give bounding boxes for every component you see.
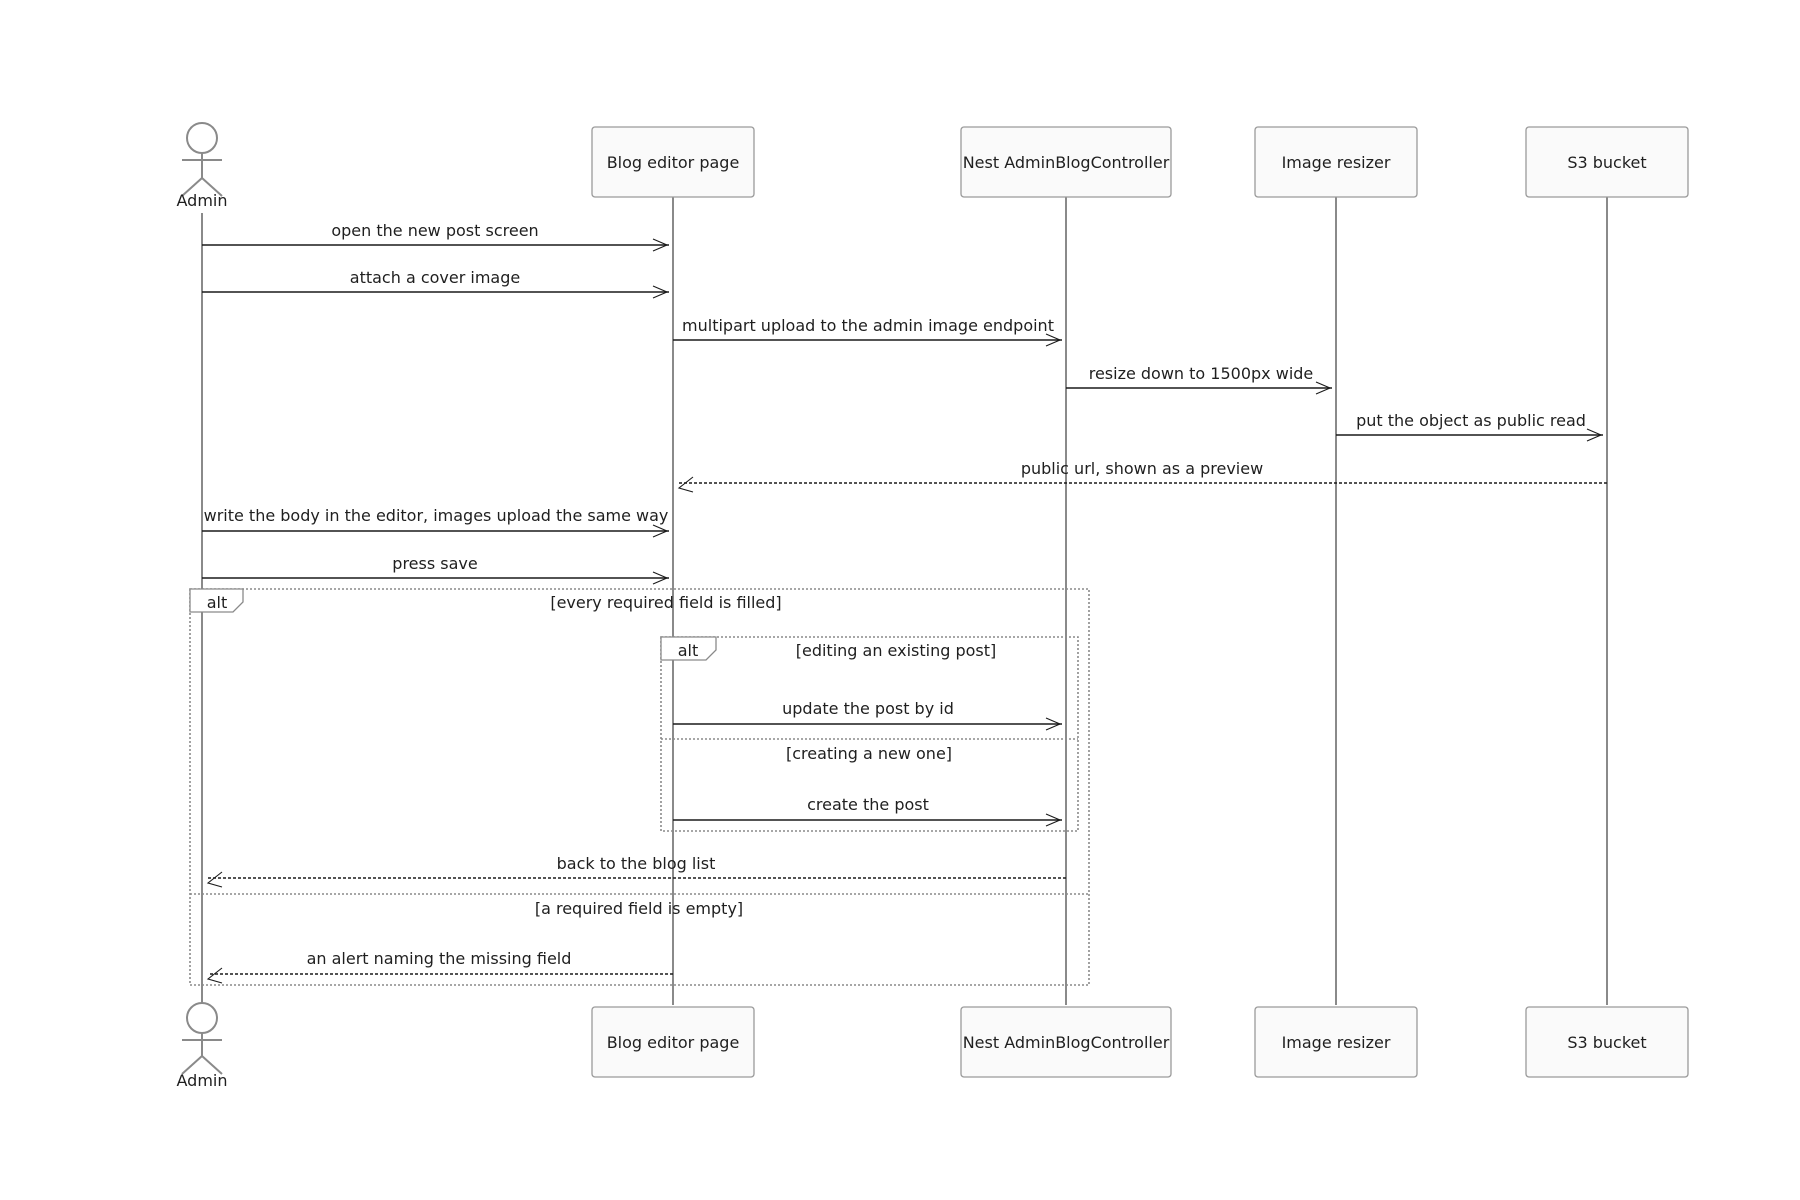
alt-condition-inner-2: [creating a new one] [786, 744, 952, 763]
participant-box [591, 126, 755, 198]
participant-label-editor-bottom: Blog editor page [607, 1033, 740, 1052]
message-arrowhead [652, 238, 669, 252]
message-label: update the post by id [782, 699, 954, 718]
alt-keyword-outer: alt [207, 593, 228, 612]
participant-label-resizer-top: Image resizer [1282, 153, 1391, 172]
actor-label-admin-bottom: Admin [177, 1071, 228, 1090]
participant-controller-bottom: Nest AdminBlogController [960, 1006, 1172, 1078]
message-12: an alert naming the missing field [206, 949, 673, 984]
alt-tab-inner [660, 636, 717, 661]
participant-resizer-bottom: Image resizer [1254, 1006, 1418, 1078]
message-arrowhead [1045, 813, 1062, 827]
participant-label-s3-top: S3 bucket [1567, 153, 1646, 172]
message-label: write the body in the editor, images upl… [204, 506, 669, 525]
alt-fragment-inner: alt [editing an existing post] [creating… [660, 636, 1079, 832]
message-arrowhead [677, 476, 694, 493]
actor-admin-top: Admin [177, 122, 228, 210]
participant-box [591, 1006, 755, 1078]
message-3: multipart upload to the admin image endp… [673, 316, 1062, 347]
participant-box [1525, 1006, 1689, 1078]
message-label: attach a cover image [350, 268, 520, 287]
message-5: put the object as public read [1336, 411, 1603, 442]
message-7: write the body in the editor, images upl… [202, 506, 669, 538]
message-label: resize down to 1500px wide [1089, 364, 1314, 383]
alt-tab-outer [189, 588, 244, 613]
message-label: put the object as public read [1356, 411, 1586, 430]
participant-editor-top: Blog editor page [591, 126, 755, 198]
participant-controller-top: Nest AdminBlogController [960, 126, 1172, 198]
participant-editor-bottom: Blog editor page [591, 1006, 755, 1078]
actor-head [186, 122, 218, 154]
message-6: public url, shown as a preview [677, 459, 1607, 493]
alt-condition-outer-1: [every required field is filled] [550, 593, 781, 612]
participant-label-controller-top: Nest AdminBlogController [963, 153, 1170, 172]
message-4: resize down to 1500px wide [1066, 364, 1332, 395]
alt-frame-outer [189, 588, 1090, 986]
message-arrowhead [206, 967, 223, 984]
participant-s3-bottom: S3 bucket [1525, 1006, 1689, 1078]
message-11: back to the blog list [206, 854, 1066, 888]
participant-s3-top: S3 bucket [1525, 126, 1689, 198]
message-8: press save [202, 554, 669, 585]
participant-resizer-top: Image resizer [1254, 126, 1418, 198]
message-label: an alert naming the missing field [307, 949, 572, 968]
alt-frame-inner [660, 636, 1079, 832]
message-1: open the new post screen [202, 221, 669, 252]
alt-fragment-outer: alt [every required field is filled] [a … [189, 588, 1090, 986]
alt-condition-inner-1: [editing an existing post] [796, 641, 997, 660]
message-10: create the post [673, 795, 1062, 827]
message-arrowhead [1315, 381, 1332, 395]
participant-box [1254, 1006, 1418, 1078]
message-arrowhead [652, 285, 669, 299]
actor-head [186, 1002, 218, 1034]
message-label: back to the blog list [557, 854, 716, 873]
actor-label-admin-top: Admin [177, 191, 228, 210]
message-arrowhead [652, 571, 669, 585]
participant-label-editor-top: Blog editor page [607, 153, 740, 172]
participant-label-s3-bottom: S3 bucket [1567, 1033, 1646, 1052]
message-2: attach a cover image [202, 268, 669, 299]
message-arrowhead [1045, 717, 1062, 731]
actor-leg-right [201, 177, 223, 197]
actor-leg-right [201, 1055, 223, 1075]
participant-box [1254, 126, 1418, 198]
message-arrowhead [652, 524, 669, 538]
message-label: public url, shown as a preview [1021, 459, 1263, 478]
message-label: open the new post screen [331, 221, 538, 240]
message-arrowhead [1045, 333, 1062, 347]
message-arrowhead [206, 871, 223, 888]
message-label: press save [392, 554, 477, 573]
message-label: multipart upload to the admin image endp… [682, 316, 1054, 335]
actor-admin-bottom: Admin [177, 1002, 228, 1090]
message-arrowhead [1586, 428, 1603, 442]
message-label: create the post [807, 795, 929, 814]
participant-label-resizer-bottom: Image resizer [1282, 1033, 1391, 1052]
alt-condition-outer-2: [a required field is empty] [535, 899, 743, 918]
participant-box [960, 126, 1172, 198]
participant-box [960, 1006, 1172, 1078]
participant-box [1525, 126, 1689, 198]
actor-leg-left [181, 1055, 203, 1075]
actor-leg-left [181, 177, 203, 197]
participant-label-controller-bottom: Nest AdminBlogController [963, 1033, 1170, 1052]
message-9: update the post by id [673, 699, 1062, 731]
alt-keyword-inner: alt [678, 641, 699, 660]
